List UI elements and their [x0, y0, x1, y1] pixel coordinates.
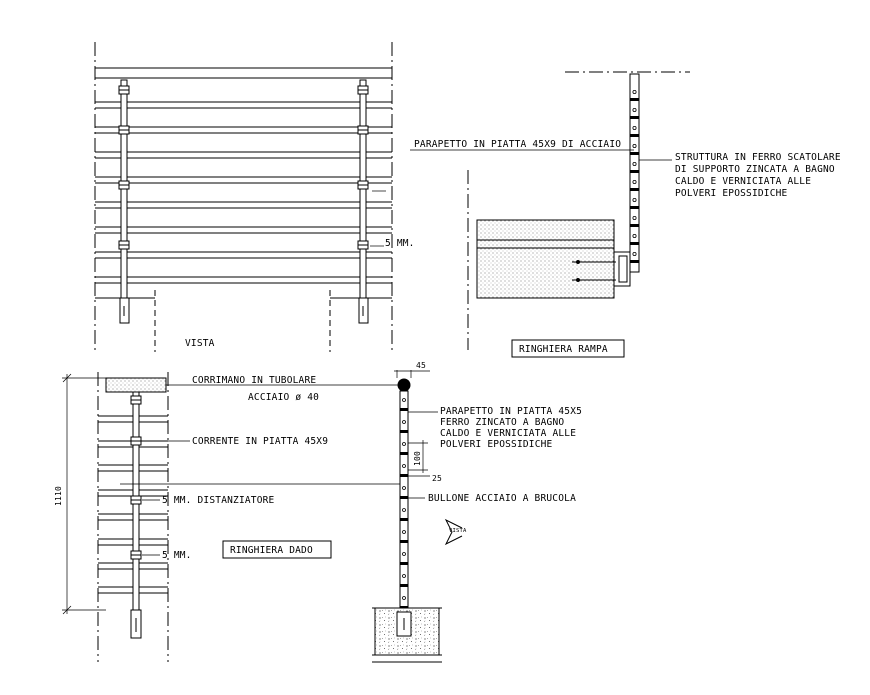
section-post-hole — [402, 486, 406, 490]
section-post-hole — [402, 464, 406, 468]
ramp-post-bar — [630, 152, 639, 155]
section-post-bar — [400, 430, 408, 433]
ramp-post-bar — [630, 116, 639, 119]
section-post-hole — [402, 420, 406, 424]
ramp-post-hole — [632, 161, 637, 166]
dado-height-dimension: 1110 — [54, 486, 63, 506]
handrail-label-1: CORRIMANO IN TUBOLARE — [192, 375, 316, 386]
section-parapet-label-4: POLVERI EPOSSIDICHE — [440, 439, 553, 450]
section-post-bar — [400, 496, 408, 499]
ramp-section: PARAPETTO IN PIATTA 45X9 DI ACCIAIO STRU… — [410, 71, 841, 358]
ramp-post-hole — [632, 215, 637, 220]
ramp-post-bar — [630, 206, 639, 209]
section-post-bar — [400, 408, 408, 411]
section-post-bar — [400, 584, 408, 587]
ramp-title: RINGHIERA RAMPA — [519, 344, 608, 355]
ramp-post-bar — [630, 260, 639, 263]
elevation-spacer-label: 5 MM. — [385, 238, 415, 249]
spacing-dimension: 100 — [413, 451, 422, 466]
section-post-bar — [400, 518, 408, 521]
gap-dimension: 25 — [432, 474, 442, 483]
section-post-bar — [400, 562, 408, 565]
ramp-post-hole — [632, 179, 637, 184]
ramp-structure-label-1: STRUTTURA IN FERRO SCATOLARE — [675, 152, 841, 163]
ramp-post-hole — [632, 197, 637, 202]
view-marker: VISTA — [449, 528, 467, 534]
section-post-hole — [402, 508, 406, 512]
ramp-post-bar — [630, 242, 639, 245]
section-post-hole — [402, 442, 406, 446]
section-post-hole — [402, 574, 406, 578]
section-parapet-label-1: PARAPETTO IN PIATTA 45X5 — [440, 406, 582, 417]
dado-title: RINGHIERA DADO — [230, 545, 313, 556]
ramp-parapet-label: PARAPETTO IN PIATTA 45X9 DI ACCIAIO — [414, 139, 621, 150]
ramp-post-bar — [630, 134, 639, 137]
section-post-hole — [402, 398, 406, 402]
railing-elevation: 5 MM. VISTA — [94, 42, 415, 352]
bolt-label: BULLONE ACCIAIO A BRUCOLA — [428, 493, 576, 504]
dado-section: 45 100 25 PARAPETTO IN PIATTA 45X5 FERRO… — [372, 361, 582, 663]
rail-label: CORRENTE IN PIATTA 45X9 — [192, 436, 328, 447]
ramp-post-hole — [632, 251, 637, 256]
ramp-post-bar — [630, 224, 639, 227]
ramp-post-hole — [632, 143, 637, 148]
top-dimension: 45 — [416, 361, 426, 370]
section-post-bar — [400, 452, 408, 455]
ramp-post-bar — [630, 188, 639, 191]
ramp-post-bar — [630, 98, 639, 101]
ramp-structure-label-3: CALDO E VERNICIATA ALLE — [675, 176, 811, 187]
dado-elevation: 1110 CORRIMANO IN TUBOLARE ACCIAIO ø 40 … — [54, 372, 400, 662]
elevation-view-label: VISTA — [185, 338, 215, 349]
ramp-post-hole — [632, 126, 637, 131]
spacer-label-2: 5 MM. — [162, 550, 192, 561]
ramp-structure-label-4: POLVERI EPOSSIDICHE — [675, 188, 788, 199]
section-post-hole — [402, 530, 406, 534]
spacer-label-1: 5 MM. DISTANZIATORE — [162, 495, 275, 506]
section-post-bar — [400, 540, 408, 543]
section-parapet-label-2: FERRO ZINCATO A BAGNO — [440, 417, 564, 428]
ramp-structure-label-2: DI SUPPORTO ZINCATA A BAGNO — [675, 164, 835, 175]
section-parapet-label-3: CALDO E VERNICIATA ALLE — [440, 428, 576, 439]
section-post-hole — [402, 596, 406, 600]
handrail-label-2: ACCIAIO ø 40 — [248, 392, 319, 403]
section-post-bar — [400, 474, 408, 477]
section-post-hole — [402, 552, 406, 556]
ramp-post-hole — [632, 108, 637, 113]
ramp-post-hole — [632, 233, 637, 238]
ramp-post-hole — [632, 90, 637, 95]
ramp-post-bar — [630, 170, 639, 173]
